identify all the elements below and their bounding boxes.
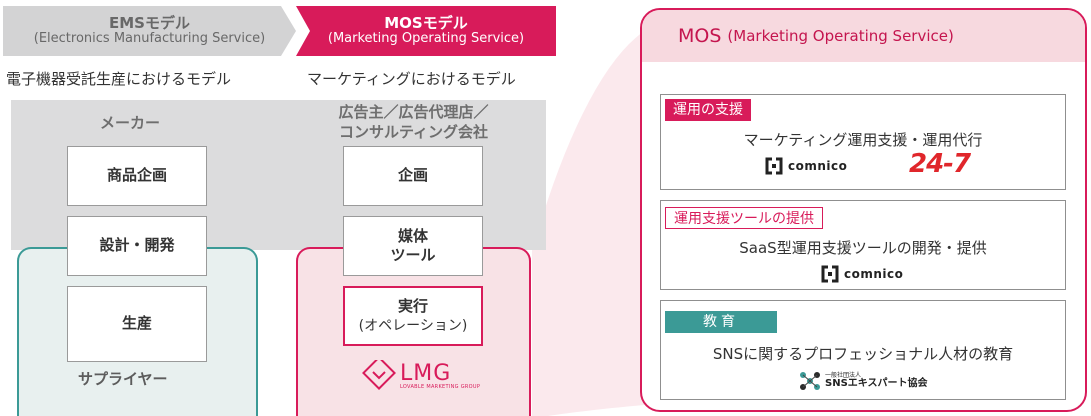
- mos-panel-header: MOS (Marketing Operating Service): [642, 10, 1085, 62]
- sns-logo-main: SNSエキスパート協会: [825, 378, 928, 389]
- comnico-bracket-icon: [765, 157, 783, 175]
- service-tool-provision: 運用支援ツールの提供 SaaS型運用支援ツールの開発・提供 comnico: [660, 200, 1066, 290]
- client-label-line1: 広告主／広告代理店／: [338, 103, 489, 121]
- lmg-logo-text: LMG: [400, 360, 452, 386]
- tab-mos-model: MOSモデル (Marketing Operating Service): [296, 6, 556, 56]
- service-description: SNSに関するプロフェッショナル人材の教育: [712, 345, 1014, 363]
- step-production: 生産: [67, 286, 207, 362]
- mos-panel-subtitle: (Marketing Operating Service): [727, 27, 954, 45]
- step-product-planning: 商品企画: [67, 146, 207, 206]
- comnico-logo: comnico: [765, 157, 847, 175]
- service-tag: 教育: [665, 311, 777, 333]
- comnico-bracket-icon: [821, 265, 839, 283]
- media-line2: ツール: [390, 246, 436, 264]
- supplier-label: サプライヤー: [78, 370, 168, 388]
- mos-detail-panel: MOS (Marketing Operating Service) 運用の支援 …: [640, 8, 1087, 412]
- exec-line2: (オペレーション): [358, 317, 468, 334]
- comnico-logo: comnico: [821, 265, 903, 283]
- client-label-line2: コンサルティング会社: [338, 123, 489, 142]
- ems-column-heading: 電子機器受託生産におけるモデル: [6, 70, 232, 88]
- sns-expert-logo: 一般社団法人 SNSエキスパート協会: [799, 371, 927, 391]
- service-education: 教育 SNSに関するプロフェッショナル人材の教育 一般社団法人 SNSエキスパー…: [660, 300, 1066, 400]
- lmg-logo: LMG LOVABLE MARKETING GROUP: [362, 354, 482, 398]
- maker-label: メーカー: [100, 114, 161, 132]
- ems-tab-subtitle: (Electronics Manufacturing Service): [33, 31, 266, 47]
- step-media-tools: 媒体 ツール: [343, 216, 483, 276]
- service-operation-support: 運用の支援 マーケティング運用支援・運用代行 comnico 24-7: [660, 94, 1066, 190]
- mos-tab-subtitle: (Marketing Operating Service): [327, 31, 525, 47]
- lmg-logo-subtext: LOVABLE MARKETING GROUP: [400, 383, 481, 390]
- mos-tab-title: MOSモデル: [384, 14, 468, 33]
- service-description: SaaS型運用支援ツールの開発・提供: [739, 239, 987, 257]
- client-label: 広告主／広告代理店／ コンサルティング会社: [296, 102, 531, 143]
- step-planning: 企画: [343, 146, 483, 206]
- step-execution: 実行 (オペレーション): [343, 286, 483, 346]
- media-line1: 媒体: [397, 226, 428, 245]
- lmg-heart-icon: [362, 360, 396, 390]
- mos-column-heading: マーケティングにおけるモデル: [307, 70, 516, 88]
- ems-tab-title: EMSモデル: [109, 14, 190, 33]
- exec-line1: 実行: [397, 297, 428, 316]
- service-tag: 運用支援ツールの提供: [665, 207, 823, 229]
- tab-ems-model: EMSモデル (Electronics Manufacturing Servic…: [3, 6, 296, 56]
- comnico-logo-text: comnico: [788, 159, 848, 173]
- mos-panel-title: MOS: [678, 25, 722, 47]
- service-description: マーケティング運用支援・運用代行: [743, 131, 983, 149]
- step-design-development: 設計・開発: [67, 216, 207, 276]
- sns-logo-top: 一般社団法人: [825, 372, 862, 379]
- comnico-logo-text: comnico: [844, 267, 904, 281]
- logo-24-7: 24-7: [909, 149, 971, 179]
- sns-network-icon: [800, 372, 820, 390]
- service-tag: 運用の支援: [665, 99, 751, 121]
